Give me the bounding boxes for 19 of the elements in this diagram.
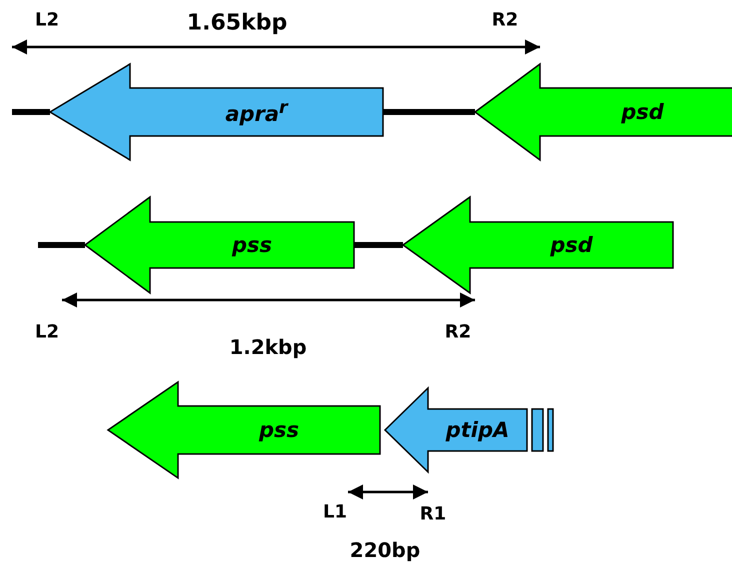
primer-label: L1 — [323, 502, 347, 522]
dna-backbone — [383, 109, 475, 115]
primer-label: R2 — [492, 10, 518, 30]
primer-label: R1 — [420, 504, 446, 524]
dimension-label: 220bp — [350, 538, 420, 562]
primer-label: L2 — [35, 322, 59, 342]
gene-name: pss — [232, 233, 272, 257]
primer-label: L2 — [35, 10, 59, 30]
dimension-label: 1.2kbp — [229, 335, 307, 359]
dna-backbone — [354, 242, 403, 248]
dna-backbone — [12, 109, 50, 115]
primer-label: R2 — [444, 322, 472, 342]
gene-name: ptipA — [446, 418, 510, 442]
dimension-label: 1.65kbp — [186, 10, 288, 36]
gene-name: psd — [550, 233, 593, 257]
gene-name: psd — [621, 100, 664, 124]
gene-name: pss — [258, 418, 300, 442]
dna-backbone — [38, 242, 85, 248]
gene-name: apra$^{r}$ — [225, 98, 288, 126]
